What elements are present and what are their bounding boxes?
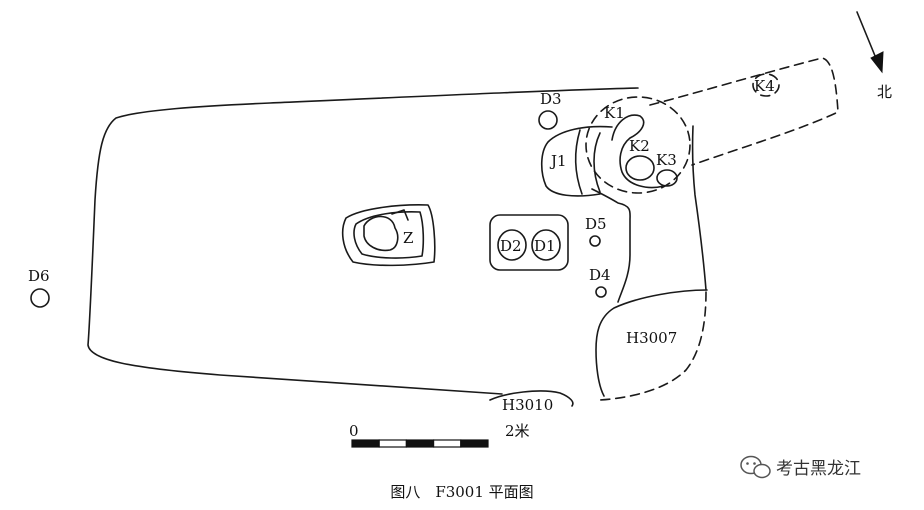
pit-k2: [625, 155, 655, 181]
j1-inner-line-2: [593, 132, 601, 193]
posthole-d4: [595, 286, 607, 298]
label-d6: D6: [28, 267, 50, 285]
label-k2: K2: [629, 137, 650, 155]
scale-segment: [351, 439, 380, 448]
label-d5: D5: [585, 215, 607, 233]
j1-inner-line: [574, 129, 583, 195]
north-arrow: [856, 11, 884, 74]
posthole-d6: [30, 288, 50, 308]
label-d3: D3: [540, 90, 562, 108]
scale-segment: [460, 439, 489, 448]
posthole-d1: [531, 229, 561, 261]
pit-k3: [656, 169, 678, 187]
posthole-d2: [497, 229, 527, 261]
posthole-d3: [538, 110, 558, 130]
pit-k1: [585, 96, 691, 194]
feature-z-outer: [341, 204, 436, 267]
scale-end-label: 2米: [505, 422, 530, 440]
label-d4: D4: [589, 266, 611, 284]
label-k1: K1: [604, 104, 625, 122]
wechat-icon: [740, 455, 771, 479]
label-d2: D2: [500, 237, 522, 255]
pit-k4: [752, 73, 780, 97]
label-j1: J1: [549, 152, 567, 170]
label-h3007: H3007: [626, 329, 677, 347]
north-label: 北: [877, 83, 892, 101]
pit-k1-contour: [611, 114, 665, 189]
label-z: Z: [403, 229, 413, 247]
figure-caption: 图八 F3001 平面图: [390, 483, 533, 501]
house-outline: [87, 87, 639, 395]
watermark-text: 考古黑龙江: [776, 459, 861, 479]
right-wall-upper: [691, 125, 707, 291]
label-k3: K3: [656, 151, 677, 169]
label-d1: D1: [534, 237, 556, 255]
scale-start-label: 0: [349, 422, 359, 440]
inner-wall: [591, 188, 631, 303]
feature-z-mark: [391, 209, 409, 221]
feature-j1: [540, 125, 613, 197]
scale-segment: [405, 439, 435, 448]
pit-h3007: [595, 289, 708, 397]
scale-segment: [378, 439, 408, 448]
feature-z-core: [363, 215, 399, 252]
scale-segment: [433, 439, 462, 448]
scale-bar: [351, 439, 489, 448]
posthole-d5: [589, 235, 601, 247]
right-wall-dashed: [599, 291, 707, 401]
pit-h3010: [489, 390, 574, 407]
feature-d1-d2-outline: [489, 214, 569, 271]
extension-outline: [649, 57, 839, 166]
label-k4: K4: [754, 77, 775, 95]
label-h3010: H3010: [502, 396, 553, 414]
